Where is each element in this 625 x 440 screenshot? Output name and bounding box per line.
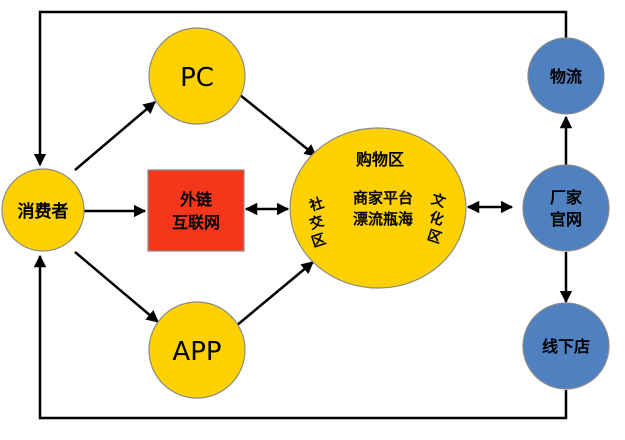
logistics-label: 物流 — [550, 67, 582, 86]
external-line2: 互联网 — [172, 213, 220, 232]
connectors — [33, 10, 573, 420]
loop-bottom-store-to-consumer — [33, 254, 568, 420]
loop-top-logistics-to-consumer — [33, 10, 568, 167]
social-zone-char-3: 区 — [310, 231, 328, 251]
factory-line1: 厂家 — [550, 188, 583, 207]
node-factory-website: 厂家 官网 — [522, 164, 610, 252]
arrow-consumer-to-pc — [74, 101, 156, 171]
store-label: 线下店 — [542, 337, 590, 356]
node-app: APP — [148, 301, 246, 399]
culture-zone-char-1: 文 — [429, 190, 449, 211]
node-offline-store: 线下店 — [522, 302, 610, 390]
node-consumer: 消费者 — [1, 168, 85, 252]
arrow-pc-to-shopping — [239, 94, 317, 157]
app-label: APP — [172, 337, 221, 367]
node-pc: PC — [148, 27, 246, 125]
culture-zone-char-2: 化 — [427, 208, 446, 228]
node-external-internet: 外链 互联网 — [147, 169, 245, 252]
node-shopping-zone: 购物区 商家平台 漂流瓶海 社 交 区 文 化 区 — [289, 127, 467, 289]
consumer-label: 消费者 — [18, 201, 69, 222]
culture-zone-char-3: 区 — [425, 227, 443, 247]
arrow-consumer-to-app — [74, 251, 159, 323]
external-line1: 外链 — [179, 190, 213, 209]
arrow-app-to-shopping — [235, 261, 314, 327]
pc-label: PC — [180, 63, 214, 93]
social-zone-char-2: 交 — [307, 212, 326, 232]
factory-line2: 官网 — [550, 210, 582, 229]
shopping-line1: 商家平台 — [353, 189, 413, 207]
shopping-line2: 漂流瓶海 — [353, 210, 413, 228]
social-zone-char-1: 社 — [306, 194, 326, 215]
shopping-title: 购物区 — [356, 150, 404, 169]
node-logistics: 物流 — [527, 37, 605, 115]
